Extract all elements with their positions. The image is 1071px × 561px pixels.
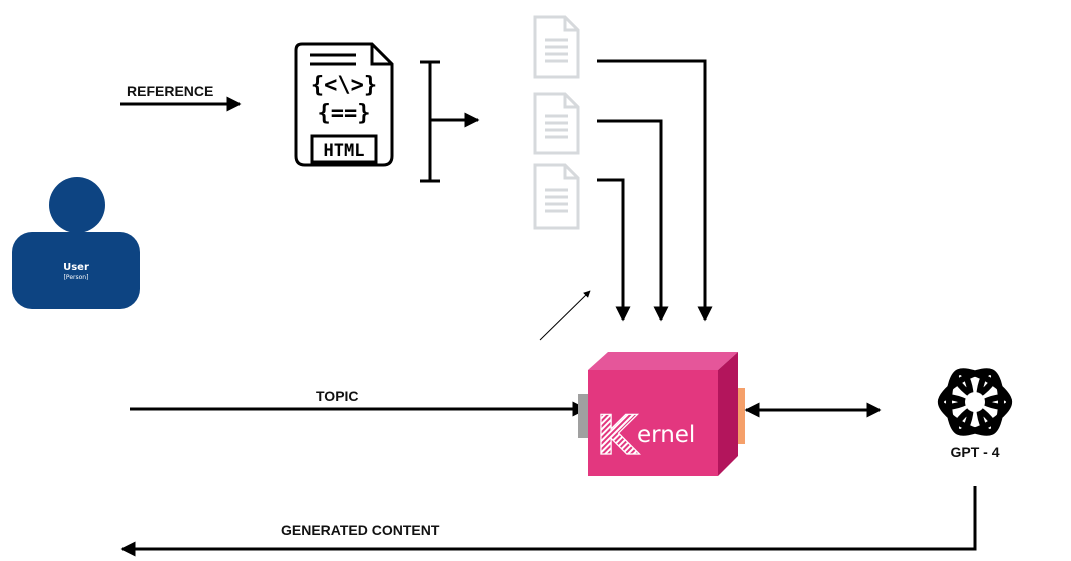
- split-bracket: [420, 60, 480, 183]
- gpt-label: GPT - 4: [950, 444, 999, 460]
- doc3-to-kernel-arrow: [597, 178, 631, 322]
- html-file-icon: {<\>} {==} HTML: [294, 42, 394, 167]
- topic-label: TOPIC: [316, 388, 359, 404]
- user-head: [49, 177, 105, 233]
- generated-content-label: GENERATED CONTENT: [281, 522, 440, 538]
- html-tag-label: HTML: [324, 141, 365, 161]
- document-icon: [533, 92, 580, 155]
- user-body: [12, 232, 140, 309]
- diagonal-arrow: [539, 290, 591, 341]
- user-person-node: User [Person]: [12, 177, 140, 309]
- doc2-to-kernel-arrow: [597, 119, 669, 322]
- kernel-label: ernel: [637, 422, 695, 448]
- user-type-label: [Person]: [64, 274, 89, 281]
- generated-content-arrow: [120, 486, 977, 557]
- reference-label: REFERENCE: [127, 83, 213, 99]
- html-code-line-2: {==}: [318, 101, 371, 126]
- doc1-to-kernel-arrow: [597, 59, 713, 322]
- html-code-line-1: {<\>}: [311, 73, 377, 98]
- document-icon: [533, 15, 580, 79]
- document-icon: [533, 163, 580, 230]
- kernel-letter-k: K: [596, 404, 640, 467]
- kernel-cube-icon: K ernel: [578, 352, 745, 476]
- openai-logo-icon: [937, 368, 1013, 436]
- user-name-label: User: [63, 262, 89, 273]
